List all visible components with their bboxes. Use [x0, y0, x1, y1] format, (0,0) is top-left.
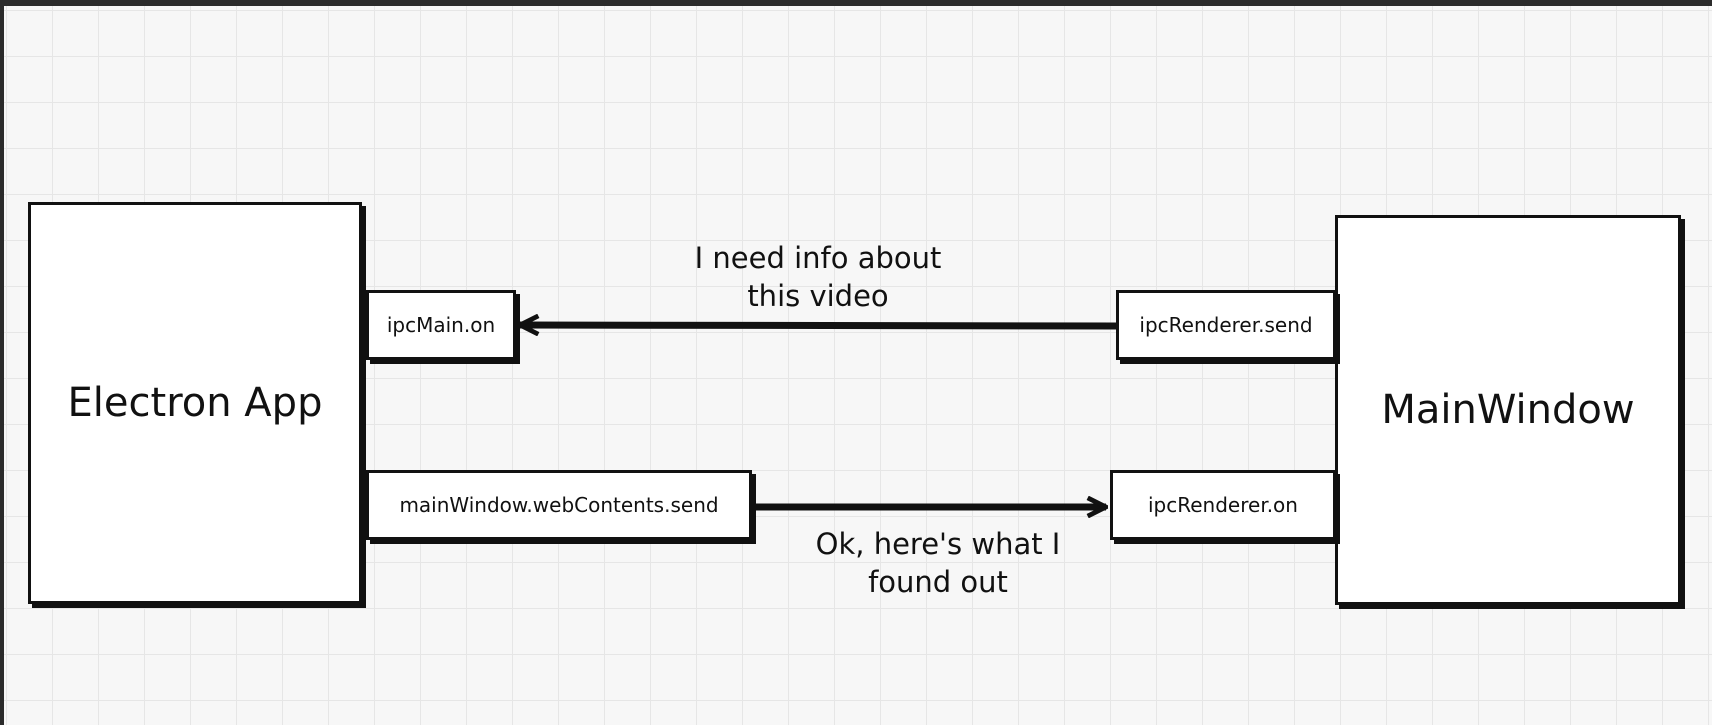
ipc-renderer-on-box: ipcRenderer.on	[1110, 470, 1336, 540]
web-contents-send-box: mainWindow.webContents.send	[366, 470, 752, 540]
ipc-main-on-box: ipcMain.on	[366, 290, 516, 360]
response-label-line-2: found out	[868, 565, 1008, 599]
electron-app-box: Electron App	[28, 202, 362, 604]
request-label-line-1: I need info about	[694, 241, 942, 275]
request-label: I need info about this video	[658, 239, 978, 315]
request-label-line-2: this video	[747, 279, 889, 313]
response-label-line-1: Ok, here's what I	[815, 527, 1061, 561]
ipc-renderer-send-box: ipcRenderer.send	[1116, 290, 1336, 360]
response-label: Ok, here's what I found out	[778, 525, 1098, 601]
main-window-box: MainWindow	[1335, 215, 1681, 605]
arrow-request	[520, 325, 1117, 326]
window-top-border	[0, 0, 1712, 6]
window-left-border	[0, 0, 4, 725]
